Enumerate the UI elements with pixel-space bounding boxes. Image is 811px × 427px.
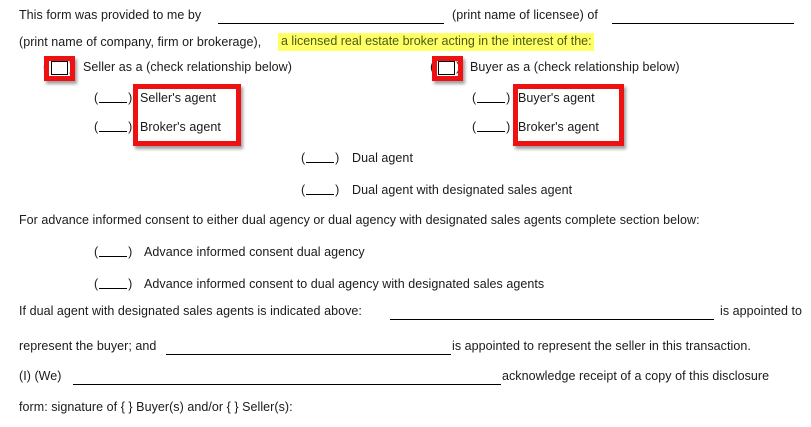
seller-open-paren: ( [43,59,48,74]
designated-line-b: is appointed to [720,304,803,318]
buyers-agent-blank[interactable]: () [472,91,511,105]
intro-line-1-text-b: (print name of licensee) of [452,8,598,22]
dual-agent-designated-label: Dual agent with designated sales agent [352,183,573,197]
seller-checkbox[interactable] [51,61,68,75]
buyer-close-paren: ) [456,59,461,74]
brokers-agent-right-blank[interactable]: () [472,120,511,134]
advance-consent-designated-label: Advance informed consent to dual agency … [144,277,545,291]
company-name-blank[interactable] [612,23,794,24]
buyer-open-paren: ( [430,59,435,74]
advance-consent-designated-blank[interactable]: () [94,277,133,291]
sellers-agent-blank[interactable]: () [94,91,133,105]
brokers-agent-left-label: Broker's agent [140,120,221,134]
seller-option-label: Seller as a (check relationship below) [83,60,292,74]
acknowledge-text-b: acknowledge receipt of a copy of this di… [502,369,770,383]
seller-close-paren: ) [69,59,74,74]
signature-line-text: form: signature of { } Buyer(s) and/or {… [19,400,293,414]
dual-agent-designated-blank[interactable]: () [301,183,340,197]
advance-consent-intro: For advance informed consent to either d… [19,213,700,227]
dual-agent-label: Dual agent [352,151,413,165]
buyer-checkbox[interactable] [438,61,455,75]
buyers-agent-label: Buyer's agent [518,91,595,105]
represent-buyer-text-b: is appointed to represent the seller in … [452,339,751,353]
intro-line-2-text-a: (print name of company, firm or brokerag… [19,35,262,49]
designated-buyer-agent-blank[interactable] [390,319,714,320]
licensee-name-blank[interactable] [218,23,444,24]
highlighted-broker-statement: a licensed real estate broker acting in … [278,33,594,51]
advance-consent-dual-blank[interactable]: () [94,245,133,259]
acknowledge-name-blank[interactable] [73,384,501,385]
designated-line-a: If dual agent with designated sales agen… [19,304,362,318]
sellers-agent-label: Seller's agent [140,91,217,105]
represent-buyer-text-a: represent the buyer; and [19,339,157,353]
brokers-agent-right-label: Broker's agent [518,120,599,134]
advance-consent-dual-label: Advance informed consent dual agency [144,245,365,259]
buyer-option-label: Buyer as a (check relationship below) [470,60,680,74]
intro-line-1-text-a: This form was provided to me by [19,8,202,22]
dual-agent-blank[interactable]: () [301,151,340,165]
brokers-agent-left-blank[interactable]: () [94,120,133,134]
designated-seller-agent-blank[interactable] [166,354,451,355]
acknowledge-text-a: (I) (We) [19,369,62,383]
